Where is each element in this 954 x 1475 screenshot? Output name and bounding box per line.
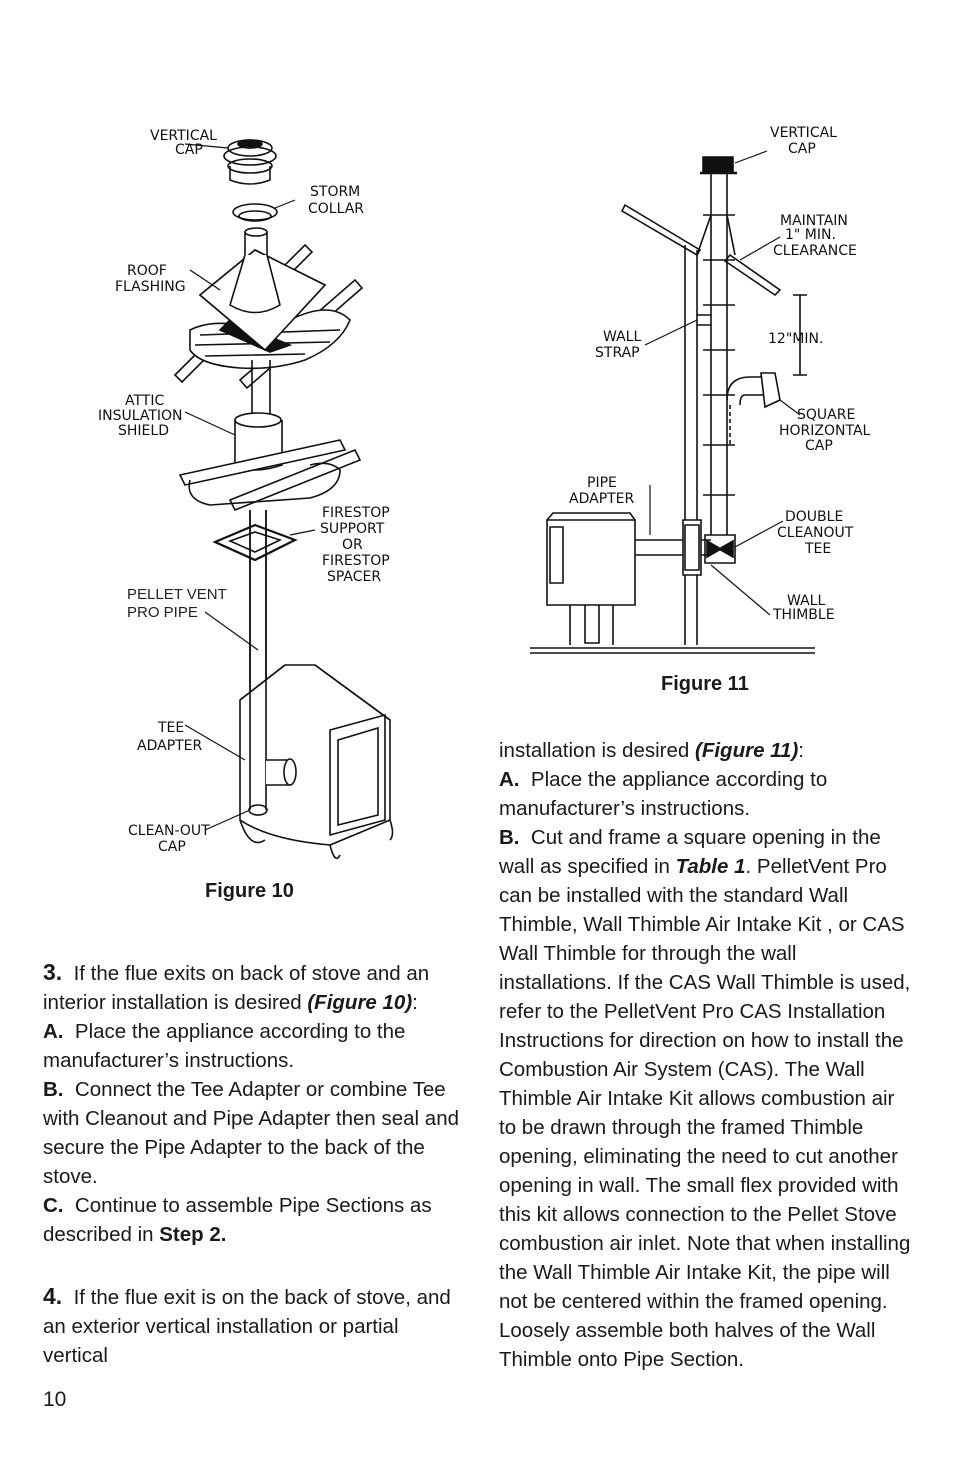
- step-3-c: C. Continue to assemble Pipe Sections as…: [43, 1191, 463, 1249]
- step-3-c-ref: Step 2.: [159, 1223, 227, 1246]
- label-firestop-4: FIRESTOP: [322, 553, 390, 569]
- right-b-text-1: Cut and frame a square opening in the wa…: [499, 826, 881, 878]
- right-a-text: Place the appliance according to manufac…: [499, 768, 828, 820]
- label-attic-3: SHIELD: [118, 423, 169, 439]
- label-wall-thimble-2: THIMBLE: [772, 607, 835, 623]
- right-table-ref: Table 1: [675, 855, 746, 878]
- figure-11-illustration: VERTICAL CAP MAINTAIN 1" MIN. CLEARANCE …: [525, 115, 885, 660]
- step-3-b: B. Connect the Tee Adapter or combine Te…: [43, 1075, 463, 1191]
- label-vertical-cap-2: CAP: [175, 142, 203, 158]
- label-pipe-adapter-2: ADAPTER: [569, 491, 635, 507]
- right-figure-ref: (Figure 11): [695, 739, 799, 762]
- label-firestop-5: SPACER: [327, 569, 381, 585]
- stove-figure-10: [239, 510, 394, 860]
- storm-collar-part: [232, 203, 278, 222]
- label-pipe-adapter-1: PIPE: [587, 475, 617, 491]
- right-a: A. Place the appliance according to manu…: [499, 765, 911, 823]
- figure-10-illustration: VERTICAL CAP STORM COLLAR ROOF FLASHING …: [90, 120, 420, 880]
- label-pellet-vent-2: PRO PIPE: [127, 604, 198, 621]
- label-tee-adapter-1: TEE: [157, 720, 184, 736]
- step-3-b-label: B.: [43, 1078, 64, 1101]
- label-cleanout-2: CAP: [158, 839, 186, 855]
- step-3-block: 3. If the flue exits on back of stove an…: [43, 958, 463, 1249]
- label-clearance-3: CLEARANCE: [773, 243, 857, 259]
- step-3-a: A. Place the appliance according to the …: [43, 1017, 463, 1075]
- label-firestop-1: FIRESTOP: [322, 505, 390, 521]
- label-wall-thimble-1: WALL: [787, 593, 825, 609]
- label-square-cap-3: CAP: [805, 438, 833, 454]
- label-square-cap-2: HORIZONTAL: [779, 423, 871, 439]
- vertical-cap-part: [223, 139, 277, 185]
- label-double-tee-2: CLEANOUT: [777, 525, 854, 541]
- step-3-figure-ref: (Figure 10): [307, 991, 413, 1014]
- label-f11-vertical-cap-1: VERTICAL: [770, 125, 837, 141]
- right-b-text-2: . PelletVent Pro can be installed with t…: [499, 855, 911, 1371]
- figure-10-caption: Figure 10: [205, 880, 294, 902]
- label-storm-collar-1: STORM: [310, 184, 360, 200]
- step-3-intro: 3. If the flue exits on back of stove an…: [43, 958, 463, 1017]
- figure-11-caption: Figure 11: [661, 673, 749, 695]
- step-3-b-text: Connect the Tee Adapter or combine Tee w…: [43, 1078, 459, 1188]
- label-vertical-cap-1: VERTICAL: [150, 128, 217, 144]
- step-4-intro-text: If the flue exit is on the back of stove…: [43, 1286, 451, 1367]
- step-3-c-text: Continue to assemble Pipe Sections as de…: [43, 1194, 432, 1246]
- label-double-tee-3: TEE: [804, 541, 831, 557]
- label-square-cap-1: SQUARE: [797, 407, 855, 423]
- label-double-tee-1: DOUBLE: [785, 509, 843, 525]
- label-wall-strap-2: STRAP: [595, 345, 640, 361]
- label-f11-vertical-cap-2: CAP: [788, 141, 816, 157]
- step-3-number: 3.: [43, 959, 63, 985]
- label-pellet-vent-1: PELLET VENT: [127, 586, 227, 603]
- label-attic-1: ATTIC: [125, 393, 164, 409]
- step-4-number: 4.: [43, 1283, 63, 1309]
- right-a-label: A.: [499, 768, 520, 791]
- label-clearance-2: 1" MIN.: [785, 227, 836, 243]
- label-storm-collar-2: COLLAR: [308, 201, 364, 217]
- label-firestop-3: OR: [342, 537, 363, 553]
- step-4-intro: 4. If the flue exit is on the back of st…: [43, 1282, 468, 1370]
- right-b: B. Cut and frame a square opening in the…: [499, 823, 911, 1374]
- step-3-a-label: A.: [43, 1020, 64, 1043]
- right-intro: installation is desired (Figure 11):: [499, 736, 911, 765]
- label-roof-flashing-2: FLASHING: [115, 279, 186, 295]
- step-3-c-label: C.: [43, 1194, 64, 1217]
- label-roof-flashing-1: ROOF: [127, 263, 167, 279]
- label-firestop-2: SUPPORT: [320, 521, 385, 537]
- right-column-text: installation is desired (Figure 11): A. …: [499, 736, 911, 1374]
- label-attic-2: INSULATION: [98, 408, 183, 424]
- label-tee-adapter-2: ADAPTER: [137, 738, 203, 754]
- page-number: 10: [43, 1388, 67, 1411]
- label-clearance-1: MAINTAIN: [780, 213, 848, 229]
- right-b-label: B.: [499, 826, 520, 849]
- right-intro-end: :: [798, 739, 804, 762]
- label-wall-strap-1: WALL: [603, 329, 641, 345]
- step-4-block: 4. If the flue exit is on the back of st…: [43, 1282, 468, 1370]
- step-3-a-text: Place the appliance according to the man…: [43, 1020, 406, 1072]
- label-cleanout-1: CLEAN-OUT: [128, 823, 210, 839]
- stove-figure-11: [546, 512, 636, 645]
- step-3-intro-end: :: [412, 991, 418, 1014]
- step-3-intro-text: If the flue exits on back of stove and a…: [43, 962, 430, 1014]
- right-intro-text: installation is desired: [499, 739, 695, 762]
- label-twelve-min: 12"MIN.: [768, 331, 823, 347]
